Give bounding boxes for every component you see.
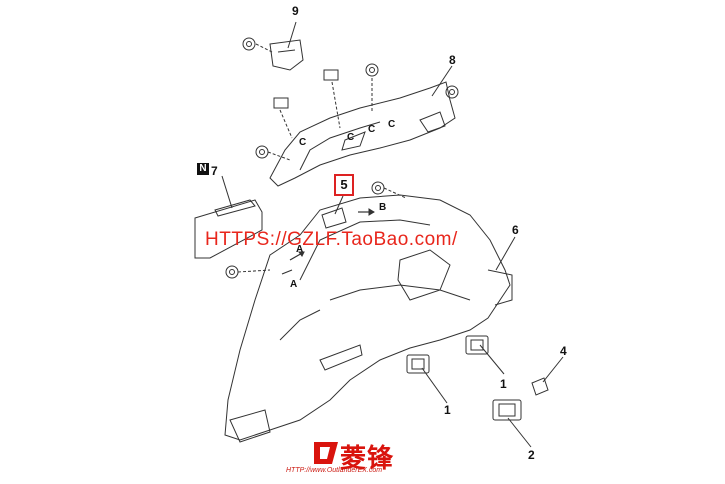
watermark-url: HTTPS://GZLF.TaoBao.com/ — [205, 229, 458, 250]
callout-4: 4 — [560, 344, 567, 358]
callout-1a: 1 — [444, 403, 451, 417]
letter-c-1: C — [299, 137, 306, 148]
clip-part-5 — [321, 207, 347, 229]
upper-trim-panel — [269, 81, 456, 187]
callout-2: 2 — [528, 448, 535, 462]
brand-logo-url: HTTP://www.OutlanderEX.com — [286, 467, 383, 474]
letter-c-2: C — [347, 132, 354, 143]
callout-1b: 1 — [500, 377, 507, 391]
brand-logo-mark-icon — [314, 442, 338, 464]
lamp-part-2 — [492, 399, 522, 421]
clip-part-1b — [465, 335, 489, 355]
letter-b-1: B — [379, 202, 386, 213]
grommet-clips — [225, 37, 459, 279]
clip-part-1a — [406, 354, 430, 374]
callout-8: 8 — [449, 53, 456, 67]
bracket-part-9 — [269, 39, 304, 71]
letter-c-4: C — [388, 119, 395, 130]
brand-logo-text: 菱锋 — [340, 444, 395, 474]
callout-9: 9 — [292, 4, 299, 18]
callout-6: 6 — [512, 223, 519, 237]
new-part-badge: N — [197, 163, 209, 175]
letter-a-1: A — [296, 244, 303, 255]
clip-part-4 — [531, 377, 549, 396]
quarter-trim-panel — [224, 194, 511, 441]
letter-c-3: C — [368, 124, 375, 135]
letter-a-2: A — [290, 279, 297, 290]
callout-5-highlighted: 5 — [334, 174, 354, 196]
side-cover — [194, 199, 263, 259]
callout-7: 7 — [211, 164, 218, 178]
